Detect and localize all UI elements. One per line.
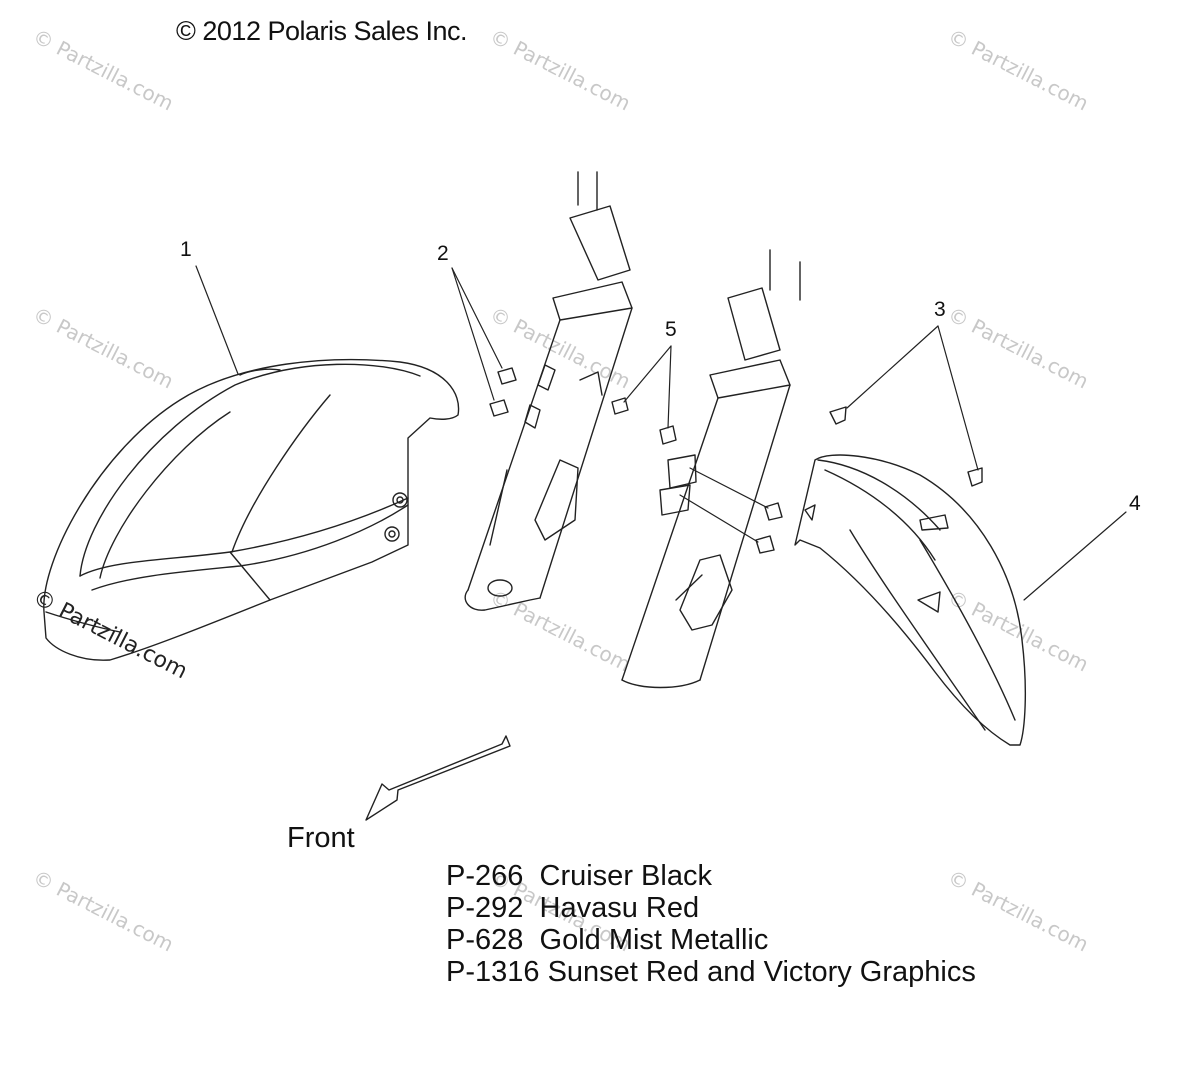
callout-1: 1 — [180, 238, 192, 261]
callout-2: 2 — [437, 242, 449, 265]
legend-name: Havasu Red — [539, 892, 700, 924]
front-arrow-icon — [365, 735, 511, 821]
legend-row: P-1316 Sunset Red and Victory Graphics — [446, 956, 976, 988]
callout-3: 3 — [934, 298, 946, 321]
legend-row: P-628 Gold Mist Metallic — [446, 924, 976, 956]
fender-part-4 — [794, 454, 1027, 746]
paint-code-legend: P-266 Cruiser Black P-292 Havasu Red P-6… — [446, 860, 976, 988]
legend-code: P-628 — [446, 924, 524, 956]
legend-row: P-292 Havasu Red — [446, 892, 976, 924]
callout-4: 4 — [1129, 492, 1141, 515]
copyright-notice: © 2012 Polaris Sales Inc. — [176, 16, 468, 46]
legend-name: Gold Mist Metallic — [539, 924, 769, 956]
leader-lines — [195, 265, 1127, 601]
left-fork-tube — [464, 171, 633, 611]
legend-row: P-266 Cruiser Black — [446, 860, 976, 892]
front-fender-part-1 — [43, 358, 460, 661]
legend-code: P-292 — [446, 892, 524, 924]
legend-code: P-266 — [446, 860, 524, 892]
legend-code: P-1316 — [446, 956, 540, 988]
right-fork-tube — [621, 249, 801, 689]
legend-name: Cruiser Black — [539, 860, 712, 892]
callout-5: 5 — [665, 318, 677, 341]
front-label: Front — [287, 822, 355, 854]
legend-name: Sunset Red and Victory Graphics — [547, 956, 976, 988]
